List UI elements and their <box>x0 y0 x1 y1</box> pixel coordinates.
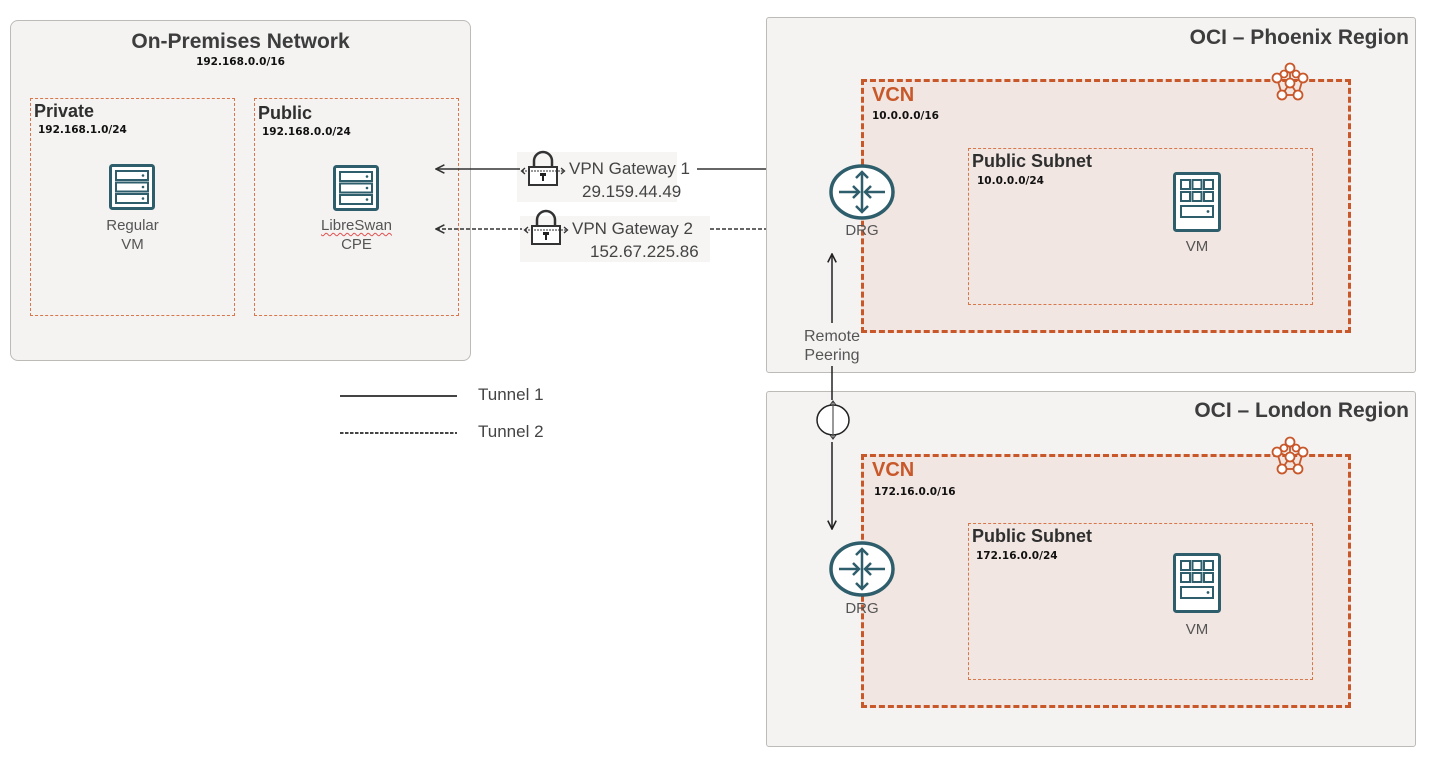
phoenix-public-subnet-title: Public Subnet <box>972 151 1093 171</box>
phoenix-vcn: VCN 10.0.0.0/16 Public Subnet 10.0.0.0/2… <box>861 79 1351 333</box>
london-public-subnet: Public Subnet 172.16.0.0/24 VM <box>968 523 1313 680</box>
drg-router-icon[interactable] <box>829 164 895 220</box>
phoenix-vcn-cidr: 10.0.0.0/16 <box>872 110 939 122</box>
london-vcn: VCN 172.16.0.0/16 Public Subnet 172.16.0… <box>861 454 1351 708</box>
oci-london-region: OCI – London Region VCN 172.16.0.0/16 Pu… <box>766 391 1416 747</box>
lock-icon <box>523 209 569 245</box>
phoenix-public-subnet-cidr: 10.0.0.0/24 <box>977 175 1044 187</box>
phoenix-drg-label: DRG <box>845 222 879 239</box>
libreswan-cpe-label: LibreSwan CPE <box>255 216 458 254</box>
legend-tunnel-1-label: Tunnel 1 <box>478 385 544 404</box>
london-public-subnet-title: Public Subnet <box>972 526 1093 546</box>
public-subnet-onprem-title: Public <box>258 103 313 123</box>
vpn-gateway-1-ip: 29.159.44.49 <box>582 182 682 201</box>
london-vcn-title: VCN <box>872 459 915 481</box>
legend-tunnel-1-line <box>340 395 457 397</box>
london-region-title: OCI – London Region <box>1194 399 1409 422</box>
remote-peering-label: Remote Peering <box>790 327 874 365</box>
regular-vm-label: Regular VM <box>31 216 234 254</box>
phoenix-vm-label: VM <box>1185 238 1209 255</box>
london-drg-label: DRG <box>845 600 879 617</box>
on-premises-network: On-Premises Network 192.168.0.0/16 Priva… <box>10 20 471 361</box>
vpn-gateway-2-ip: 152.67.225.86 <box>590 242 699 261</box>
vcn-network-icon <box>1271 62 1309 101</box>
vm-icon <box>1173 553 1221 613</box>
remote-peering-label-line2: Peering <box>804 347 860 364</box>
phoenix-region-title: OCI – Phoenix Region <box>1189 26 1409 49</box>
phoenix-vcn-title: VCN <box>872 84 915 106</box>
vpn-gateway-2-name: VPN Gateway 2 <box>572 219 693 238</box>
private-subnet-title: Private <box>34 101 95 121</box>
remote-peering-label-line1: Remote <box>803 328 861 345</box>
on-premises-cidr: 192.168.0.0/16 <box>196 56 285 68</box>
regular-vm-label-line2: VM <box>121 236 144 253</box>
drg-router-icon[interactable] <box>829 541 895 597</box>
vm-icon <box>1173 172 1221 232</box>
on-premises-title: On-Premises Network <box>131 30 350 53</box>
public-subnet-onprem-cidr: 192.168.0.0/24 <box>262 126 351 138</box>
london-public-subnet-cidr: 172.16.0.0/24 <box>976 550 1058 562</box>
server-icon <box>333 165 379 211</box>
vcn-network-icon <box>1271 436 1309 475</box>
private-subnet: Private 192.168.1.0/24 Regular VM <box>30 98 235 316</box>
lock-icon <box>520 150 566 186</box>
private-subnet-cidr: 192.168.1.0/24 <box>38 124 127 136</box>
vpn-gateway-1-name: VPN Gateway 1 <box>569 159 690 178</box>
london-vcn-cidr: 172.16.0.0/16 <box>874 486 956 498</box>
phoenix-public-subnet: Public Subnet 10.0.0.0/24 VM <box>968 148 1313 305</box>
libreswan-cpe-label-line2: CPE <box>341 236 372 253</box>
london-vm-label: VM <box>1185 621 1209 638</box>
public-subnet-onprem: Public 192.168.0.0/24 LibreSwan CPE <box>254 98 459 316</box>
legend-tunnel-2-label: Tunnel 2 <box>478 422 544 441</box>
server-icon <box>109 164 155 210</box>
libreswan-cpe-label-line1: LibreSwan <box>321 217 392 234</box>
legend-tunnel-2-line <box>340 432 457 434</box>
regular-vm-label-line1: Regular <box>106 217 159 234</box>
